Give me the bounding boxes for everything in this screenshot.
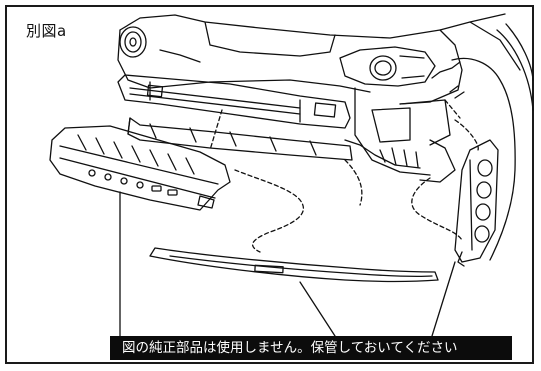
lower-lip-trim xyxy=(149,247,439,283)
left-headlight xyxy=(119,26,147,58)
dashed-guide-lines xyxy=(209,99,479,253)
clip-parts xyxy=(431,61,465,99)
inner-support-structure xyxy=(344,87,456,183)
side-marker-panel xyxy=(454,139,499,267)
vehicle-front-body xyxy=(117,13,521,105)
right-fender xyxy=(451,23,534,261)
leader-lines xyxy=(119,191,456,337)
bumper-reinforcement xyxy=(117,74,351,129)
figure-label: 別図a xyxy=(24,20,69,41)
front-grille-insert xyxy=(49,125,231,211)
lower-bracket xyxy=(127,117,353,161)
right-headlight xyxy=(339,46,436,87)
figure-frame xyxy=(5,5,534,364)
notice-banner: 図の純正部品は使用しません。保管しておいてください xyxy=(110,336,512,360)
